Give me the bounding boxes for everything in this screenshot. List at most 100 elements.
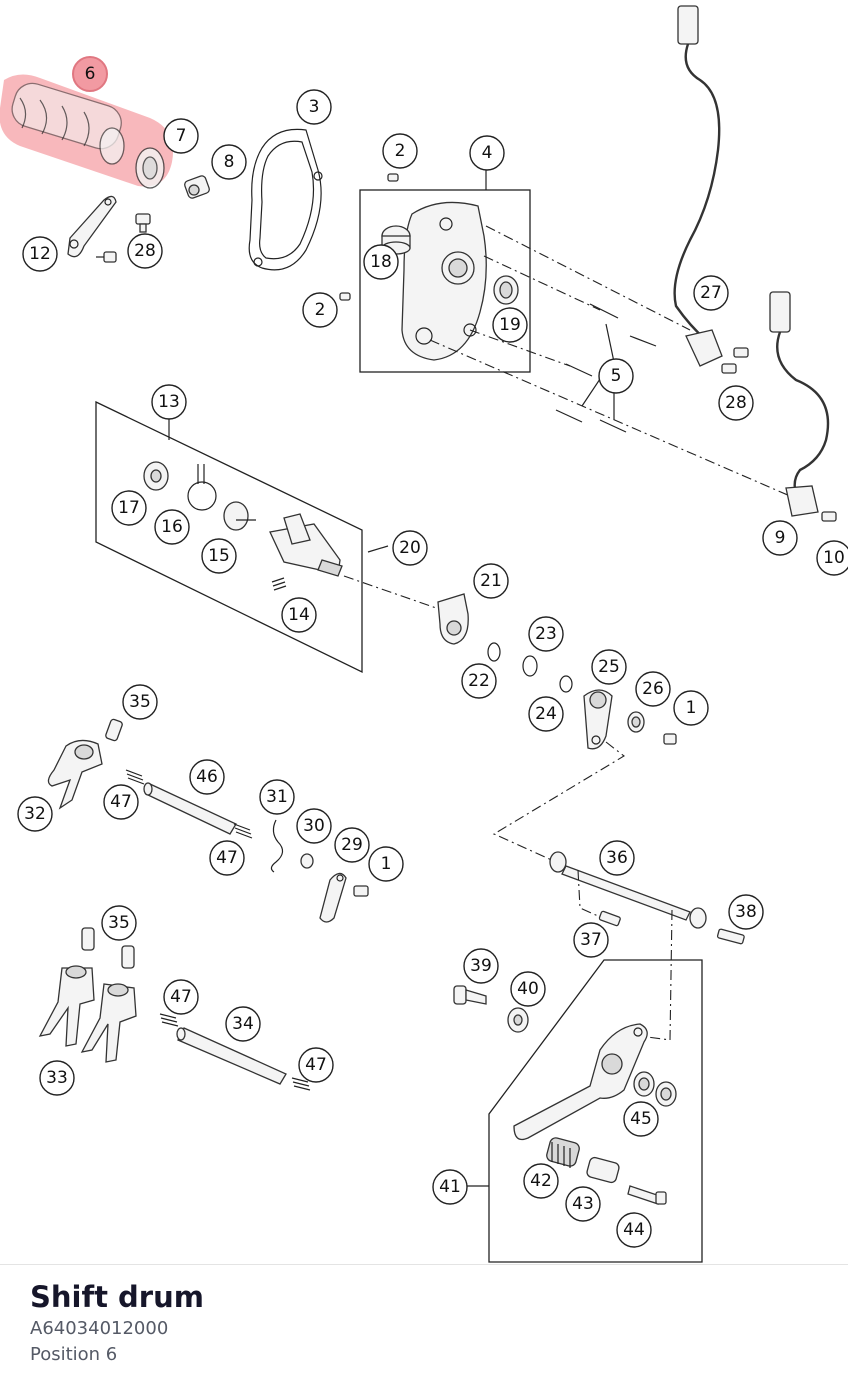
callout-l23[interactable]: 23: [528, 616, 564, 652]
callout-number: 2: [315, 300, 326, 320]
callout-l35a[interactable]: 35: [122, 684, 158, 720]
callout-number: 37: [580, 930, 602, 950]
alignment-line-2: [483, 255, 601, 311]
callout-l19[interactable]: 19: [492, 307, 528, 343]
callout-l5[interactable]: 5: [598, 358, 634, 394]
callout-number: 31: [266, 787, 288, 807]
callout-l15[interactable]: 15: [201, 538, 237, 574]
callout-l44[interactable]: 44: [616, 1212, 652, 1248]
callout-l30[interactable]: 30: [296, 808, 332, 844]
callout-l33[interactable]: 33: [39, 1060, 75, 1096]
callout-circle: [151, 384, 187, 420]
callout-l31[interactable]: 31: [259, 779, 295, 815]
callout-l29[interactable]: 29: [334, 827, 370, 863]
callout-l13[interactable]: 13: [151, 384, 187, 420]
part-16-spring: [187, 464, 217, 511]
callout-number: 23: [535, 624, 557, 644]
part-29-lever: [319, 872, 347, 923]
callout-number: 25: [598, 657, 620, 677]
callout-l8[interactable]: 8: [211, 144, 247, 180]
part-5-bolts: [555, 303, 657, 433]
callout-circle: [259, 779, 295, 815]
part-35-pin-left: [81, 927, 95, 951]
callout-l25[interactable]: 25: [591, 649, 627, 685]
callout-circle: [296, 89, 332, 125]
part-36-shift-rod: [549, 851, 707, 929]
callout-l47b[interactable]: 47: [209, 840, 245, 876]
callout-l3[interactable]: 3: [296, 89, 332, 125]
callout-l2a[interactable]: 2: [382, 133, 418, 169]
callout-l16[interactable]: 16: [154, 509, 190, 545]
callout-l7[interactable]: 7: [163, 118, 199, 154]
callout-l28b[interactable]: 28: [718, 385, 754, 421]
callout-l47a[interactable]: 47: [103, 784, 139, 820]
callout-number: 21: [480, 571, 502, 591]
callout-l4[interactable]: 4: [469, 135, 505, 171]
callout-number: 47: [216, 848, 238, 868]
callout-number: 24: [535, 704, 557, 724]
callout-circle: [298, 1047, 334, 1083]
callout-l37[interactable]: 37: [573, 922, 609, 958]
callout-circle: [163, 979, 199, 1015]
callout-l6[interactable]: 6: [72, 56, 108, 92]
alignment-line-1: [485, 225, 691, 331]
callout-l1a[interactable]: 1: [673, 690, 709, 726]
callout-l14[interactable]: 14: [281, 597, 317, 633]
callout-l46[interactable]: 46: [189, 759, 225, 795]
callout-circle: [528, 696, 564, 732]
callout-circle: [762, 520, 798, 556]
callout-l2b[interactable]: 2: [302, 292, 338, 328]
callout-l10[interactable]: 10: [816, 540, 848, 576]
callout-circle: [201, 538, 237, 574]
callout-l12[interactable]: 12: [22, 236, 58, 272]
callout-circle: [111, 490, 147, 526]
exploded-parts-diagram[interactable]: 6783122824182192752813171615201491021232…: [0, 0, 848, 1265]
callout-l17[interactable]: 17: [111, 490, 147, 526]
callout-l28a[interactable]: 28: [127, 233, 163, 269]
part-33-forks: [38, 965, 137, 1063]
part-26-bearing: [627, 711, 645, 733]
callout-circle: [528, 616, 564, 652]
callout-l26[interactable]: 26: [635, 671, 671, 707]
callout-number: 18: [370, 252, 392, 272]
callout-l21[interactable]: 21: [473, 563, 509, 599]
callout-l39[interactable]: 39: [463, 948, 499, 984]
callout-l24[interactable]: 24: [528, 696, 564, 732]
part-32-fork: [47, 739, 103, 810]
part-1-bolt-upper: [663, 733, 677, 745]
part-25-arm: [583, 689, 613, 750]
callout-l35b[interactable]: 35: [101, 905, 137, 941]
callout-l20[interactable]: 20: [392, 530, 428, 566]
callout-l43[interactable]: 43: [565, 1186, 601, 1222]
callout-l1b[interactable]: 1: [368, 846, 404, 882]
callout-circle: [17, 796, 53, 832]
callout-circle: [463, 948, 499, 984]
part-38-bolt: [716, 928, 745, 945]
callout-circle: [122, 684, 158, 720]
shift-drum-highlight[interactable]: [0, 74, 173, 189]
callout-l41[interactable]: 41: [432, 1169, 468, 1205]
callout-number: 47: [110, 792, 132, 812]
wiring-harness-right: [769, 291, 830, 517]
callout-l27[interactable]: 27: [693, 275, 729, 311]
callout-l32[interactable]: 32: [17, 796, 53, 832]
alignment-line-3: [429, 339, 791, 497]
callout-l34[interactable]: 34: [225, 1006, 261, 1042]
callout-l18[interactable]: 18: [363, 244, 399, 280]
callout-circle: [599, 840, 635, 876]
callout-l40[interactable]: 40: [510, 971, 546, 1007]
callout-number: 12: [29, 244, 51, 264]
callout-number: 2: [395, 141, 406, 161]
callout-l38[interactable]: 38: [728, 894, 764, 930]
callout-l45[interactable]: 45: [623, 1101, 659, 1137]
callout-l42[interactable]: 42: [523, 1163, 559, 1199]
callout-l47c[interactable]: 47: [163, 979, 199, 1015]
callout-l47d[interactable]: 47: [298, 1047, 334, 1083]
callout-number: 13: [158, 392, 180, 412]
callout-number: 27: [700, 283, 722, 303]
callout-circle: [392, 530, 428, 566]
alignment-line-6: [492, 741, 625, 863]
callout-l36[interactable]: 36: [599, 840, 635, 876]
callout-l22[interactable]: 22: [461, 663, 497, 699]
callout-l9[interactable]: 9: [762, 520, 798, 556]
